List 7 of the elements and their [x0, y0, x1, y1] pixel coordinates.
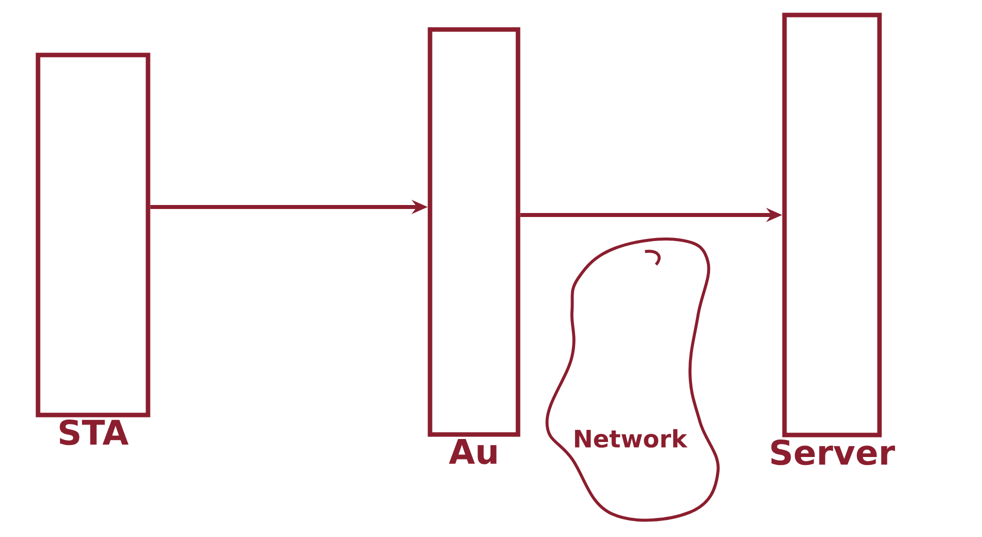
device-box: Au — [428, 27, 520, 464]
node-label: Server — [771, 439, 896, 466]
device-box: Server — [771, 12, 896, 466]
node-label: STA — [60, 419, 129, 446]
device-box: STA — [36, 52, 150, 446]
network-cloud: Network — [546, 238, 720, 522]
node-label: Au — [448, 438, 496, 464]
